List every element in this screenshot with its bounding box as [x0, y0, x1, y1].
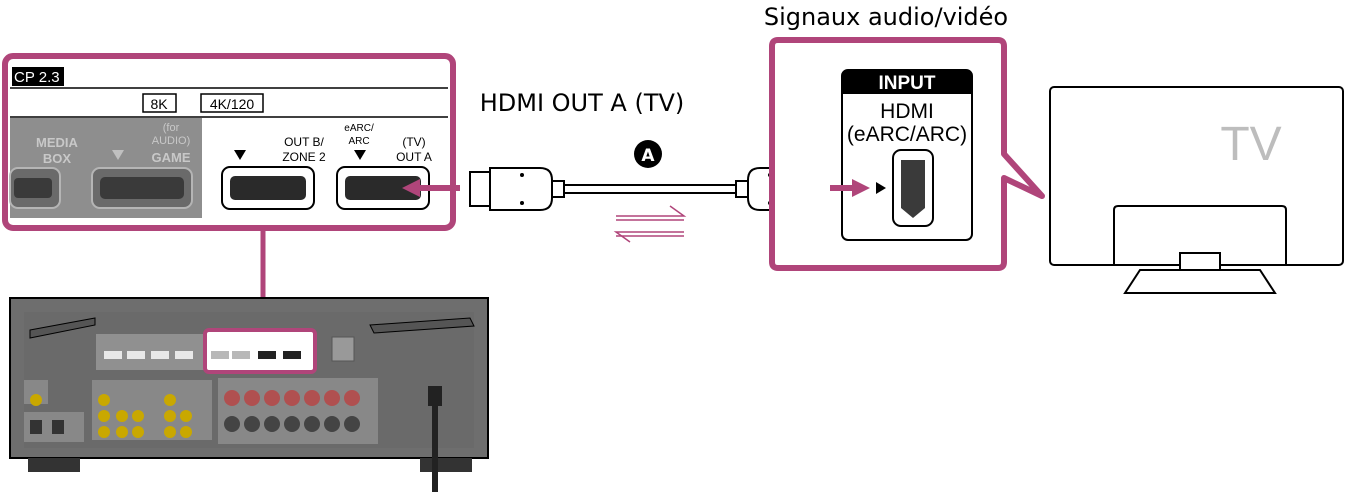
tv-input-zoom: INPUT HDMI (eARC/ARC): [769, 37, 1045, 271]
cable-marker: A: [641, 146, 655, 166]
badge-4k120: [200, 93, 264, 113]
game-note-1: (for: [163, 122, 180, 134]
cable-marker-badge: [634, 140, 662, 168]
out-b-label-2: ZONE 2: [282, 150, 326, 164]
tv-stand-base: [1123, 269, 1277, 294]
triangle-icon: [112, 150, 124, 160]
arrow-right-icon: [852, 179, 870, 197]
tv-screen: [1049, 86, 1344, 266]
badge-4k120-label: 4K/120: [210, 96, 255, 112]
input-label-earc: (eARC/ARC): [847, 123, 967, 146]
triangle-icon: [234, 150, 246, 160]
out-a-label-1: (TV): [402, 135, 425, 149]
hdcp-label: CP 2.3: [14, 69, 60, 86]
game-note-2: AUDIO): [152, 135, 191, 147]
triangle-icon: [354, 150, 366, 160]
media-box-label-1: MEDIA: [36, 135, 79, 150]
out-b-label-1: OUT B/: [284, 135, 324, 149]
game-label: GAME: [152, 150, 191, 165]
earc-note-2: ARC: [348, 136, 369, 147]
tv: TV: [1049, 86, 1344, 294]
input-header-label: INPUT: [879, 73, 936, 94]
bidirectional-arrows-icon: [613, 205, 687, 243]
antenna-icon: [29, 317, 96, 339]
antenna-icon: [369, 317, 475, 334]
receiver-panel-zoom: CP 2.3 8K 4K/120 MEDIA BOX (for AUDIO) G…: [2, 53, 460, 231]
triangle-icon: [876, 182, 886, 194]
diagram-title: Signaux audio/vidéo: [764, 3, 1008, 31]
tv-label: TV: [1220, 118, 1281, 171]
media-box-label-2: BOX: [43, 151, 72, 166]
input-header: [843, 71, 971, 94]
out-a-label-2: OUT A: [396, 150, 432, 164]
badge-8k-label: 8K: [150, 96, 168, 112]
cable-label: HDMI OUT A (TV): [480, 89, 685, 117]
av-receiver: [9, 297, 489, 492]
arrow-left-icon: [402, 179, 420, 197]
hdcp-badge: [12, 67, 64, 86]
badge-8k: [142, 93, 177, 113]
input-label-hdmi: HDMI: [880, 100, 934, 123]
earc-note-1: eARC/: [344, 123, 374, 134]
